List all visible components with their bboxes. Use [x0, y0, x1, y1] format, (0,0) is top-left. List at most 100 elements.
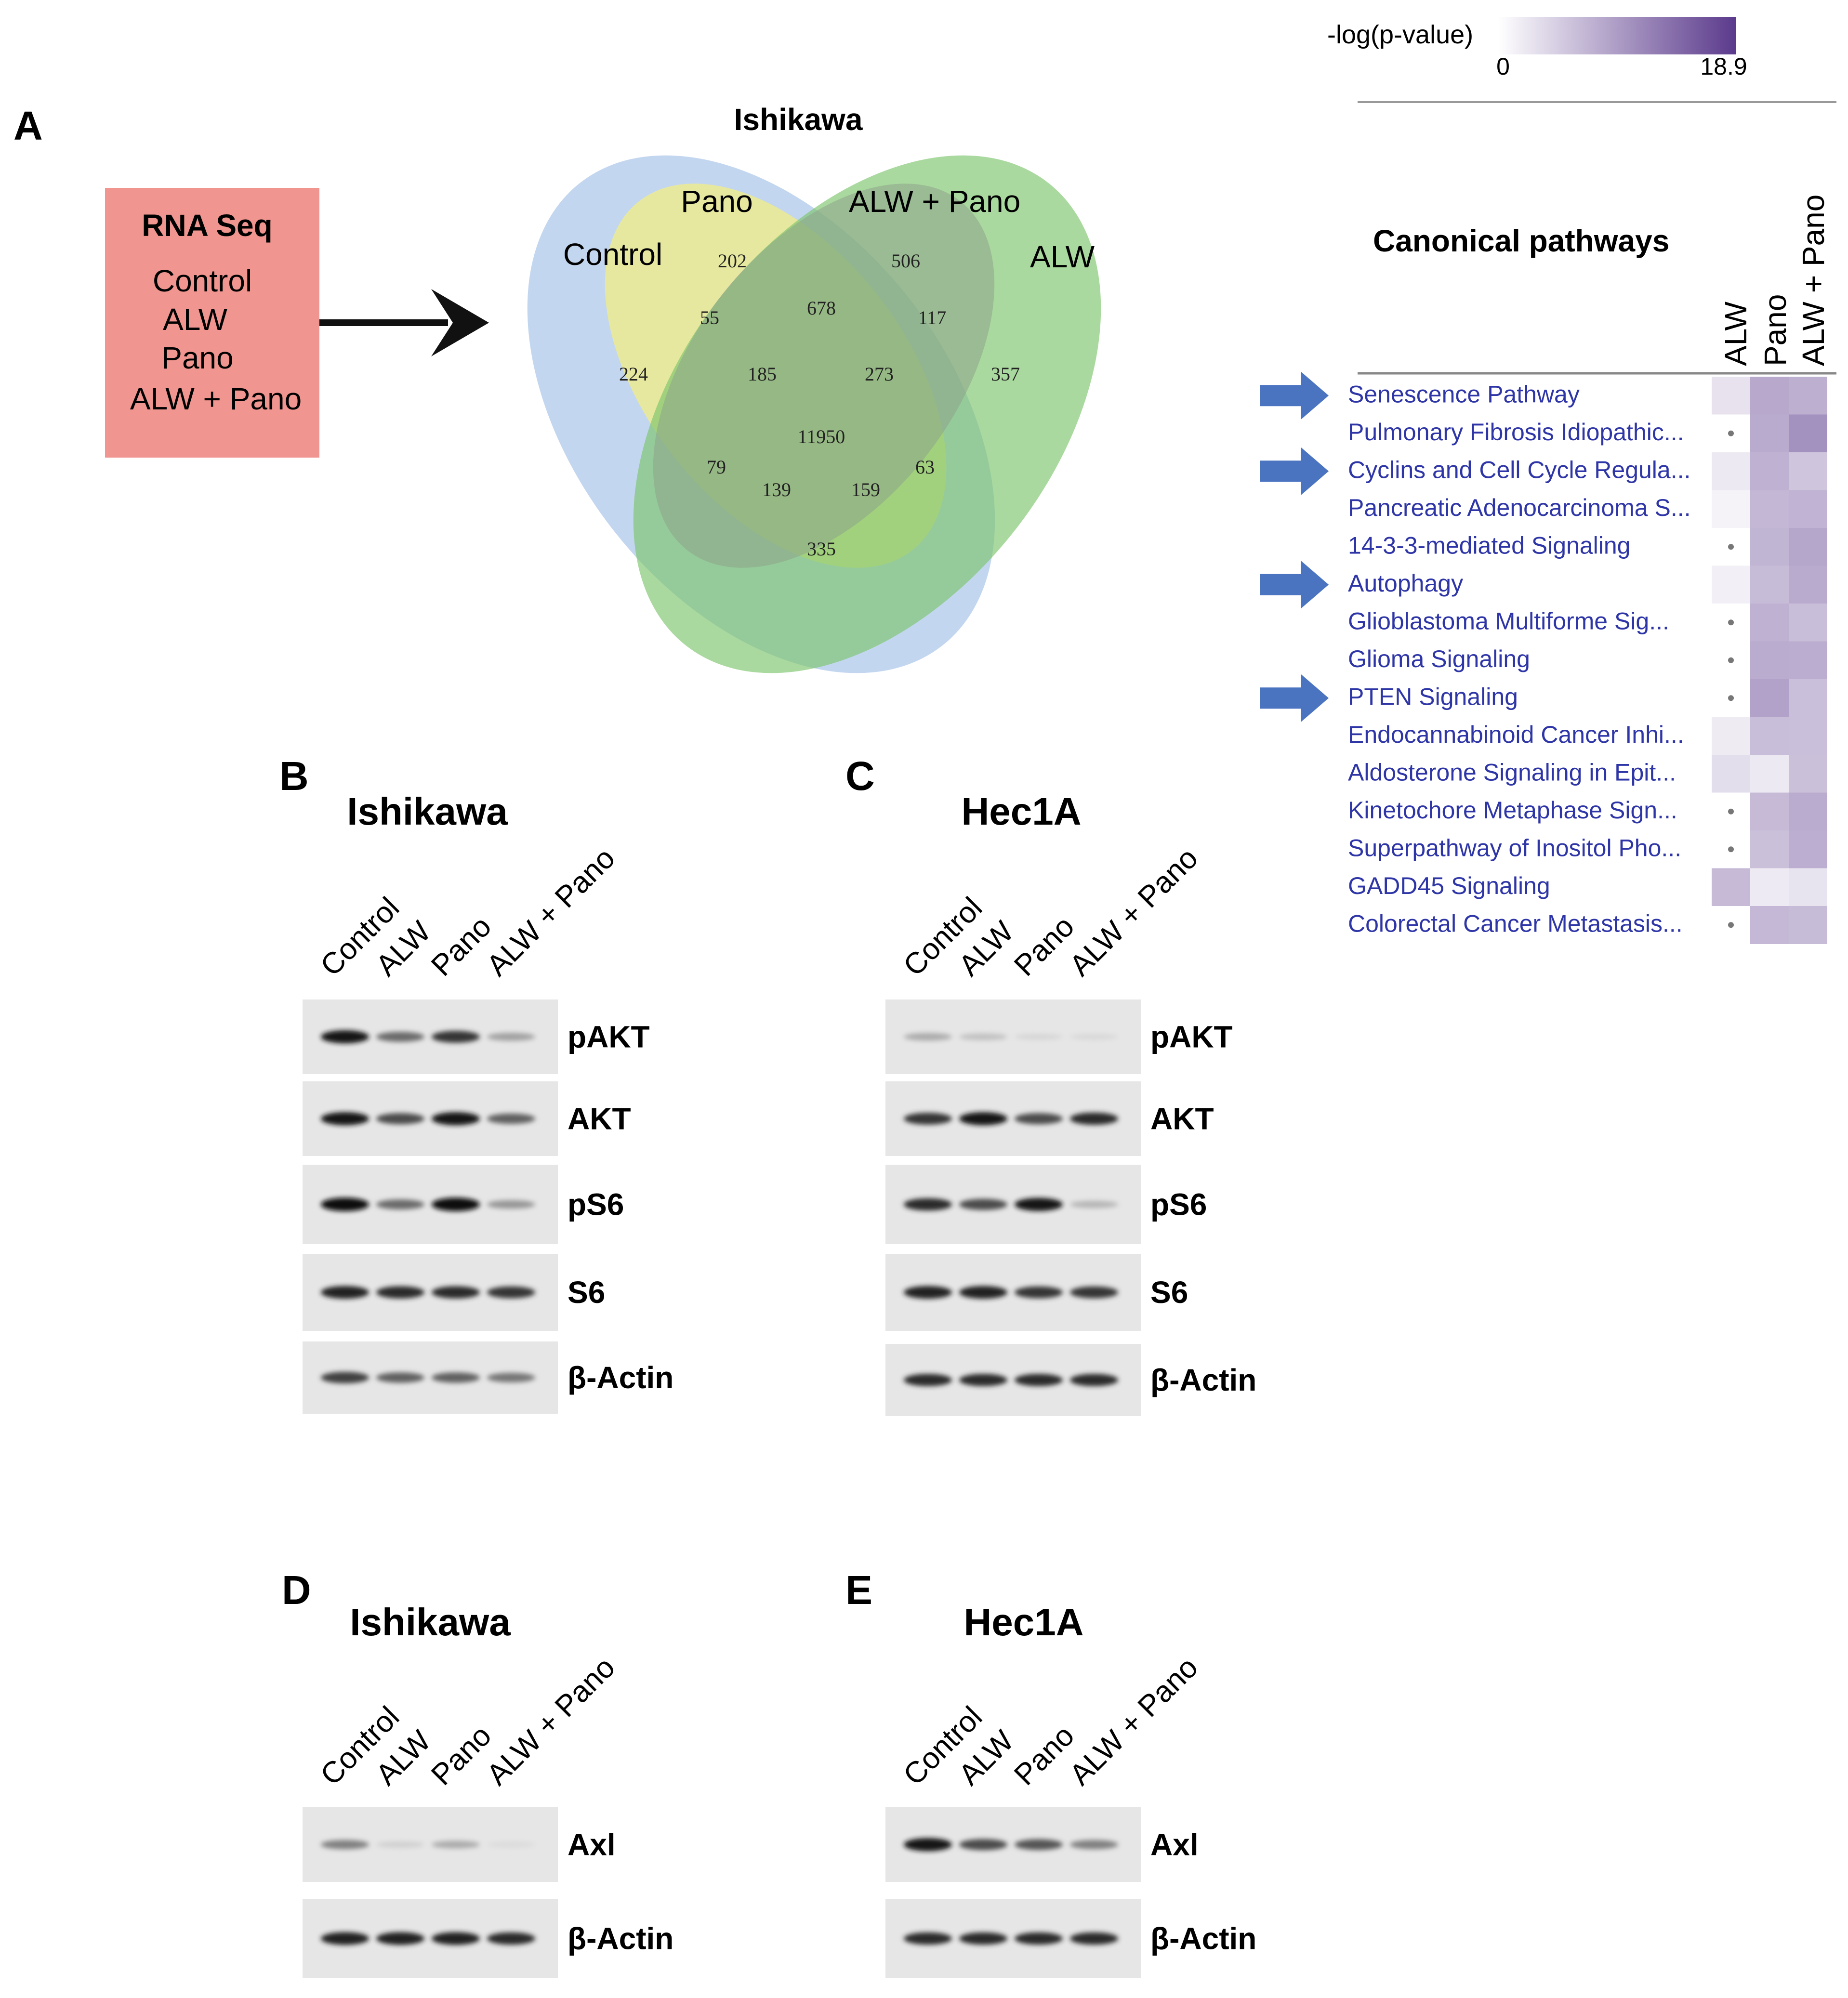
rna-seq-title: RNA Seq [142, 208, 272, 243]
heatmap-cell [1750, 755, 1789, 793]
blot-band [959, 1839, 1007, 1851]
blot-strip: S6 [303, 1254, 605, 1331]
rna-seq-condition-pano: Pano [161, 341, 233, 375]
panel-letter-c: C [845, 753, 875, 799]
blot-band [487, 1841, 535, 1848]
legend-gradient-bar [1498, 17, 1736, 54]
blot-strip: β-Actin [303, 1341, 673, 1414]
blot-strip: AKT [885, 1081, 1214, 1156]
blot-band [959, 1932, 1007, 1945]
heatmap-cell [1750, 641, 1789, 680]
venn-label-pano: Pano [681, 184, 752, 219]
blot-band [487, 1373, 535, 1382]
rna-seq-box-background [105, 188, 319, 458]
heatmap-dot [1728, 657, 1734, 663]
blot-title: Ishikawa [347, 790, 508, 833]
legend-title: -log(p-value) [1327, 20, 1473, 49]
heatmap-dot [1728, 922, 1734, 928]
blot-band [432, 1112, 480, 1126]
heatmap-col-alw: ALW [1718, 301, 1753, 366]
blot-band [376, 1286, 424, 1299]
pathway-label: Glioblastoma Multiforme Sig... [1348, 607, 1669, 634]
heatmap-dot [1728, 544, 1734, 550]
blot-strip: β-Actin [885, 1344, 1256, 1416]
blot-band [321, 1840, 369, 1850]
blot-band [959, 1286, 1007, 1299]
blot-band [1070, 1112, 1118, 1125]
blot-band [1015, 1374, 1063, 1386]
protein-label: β-Actin [1150, 1363, 1256, 1397]
blot-band [1015, 1034, 1063, 1040]
heatmap-cell [1789, 755, 1827, 793]
protein-label: AKT [568, 1102, 631, 1136]
heatmap-cell [1750, 414, 1789, 453]
heatmap-cell [1789, 377, 1827, 415]
blot-band [376, 1032, 424, 1042]
pathway-arrow-icon [1260, 447, 1329, 496]
blot-band [1070, 1374, 1118, 1386]
blot-band [487, 1200, 535, 1209]
blot-strip: β-Actin [303, 1899, 673, 1978]
heatmap-cell [1789, 830, 1827, 868]
pathway-label: Pulmonary Fibrosis Idiopathic... [1348, 419, 1684, 446]
blot-band [432, 1932, 480, 1945]
protein-label: pS6 [568, 1187, 624, 1222]
blot-band [959, 1033, 1007, 1040]
blot-strip: pAKT [885, 999, 1233, 1074]
blot-band [904, 1198, 952, 1211]
blot-strip: Axl [303, 1807, 616, 1882]
panel-letter-b: B [279, 753, 309, 799]
rna-seq-box: RNA Seq Control ALW Pano ALW + Pano [105, 188, 319, 458]
heatmap-cell [1750, 717, 1789, 755]
blot-band [959, 1198, 1007, 1210]
blot-band [321, 1030, 369, 1044]
heatmap-cell [1712, 377, 1750, 415]
blot-band [904, 1286, 952, 1299]
protein-label: AKT [1150, 1102, 1214, 1136]
heatmap-cell [1750, 604, 1789, 642]
heatmap-dot [1728, 808, 1734, 815]
heatmap-cell [1789, 414, 1827, 453]
venn-count-control-alw-pano: 79 [707, 456, 726, 478]
blot-band [376, 1199, 424, 1209]
pathway-label: Senescence Pathway [1348, 381, 1580, 407]
blot-band [321, 1112, 369, 1126]
blot-band [432, 1031, 480, 1043]
blot-band [376, 1113, 424, 1125]
pathway-label: Colorectal Cancer Metastasis... [1348, 910, 1683, 937]
venn-diagram [527, 155, 1101, 673]
venn-count-control-pano-alw-pano: 185 [748, 363, 777, 385]
heatmap-legend: -log(p-value) 0 18.9 [1327, 17, 1836, 103]
rna-seq-condition-alw: ALW [163, 302, 228, 337]
blot-band [321, 1197, 369, 1211]
heatmap-column-headers: ALW Pano ALW + Pano [1718, 195, 1831, 366]
pathway-arrow-icon [1260, 560, 1329, 609]
blot-band [432, 1840, 480, 1849]
heatmap-cell [1750, 565, 1789, 604]
pathway-label: 14-3-3-mediated Signaling [1348, 532, 1630, 559]
blot-strip: pAKT [303, 999, 650, 1074]
blot-band [959, 1374, 1007, 1386]
heatmap-cell [1789, 452, 1827, 490]
heatmap-cell [1712, 717, 1750, 755]
heatmap-dot [1728, 846, 1734, 853]
venn-count-alw-pano-only: 506 [891, 250, 920, 272]
protein-label: pAKT [1150, 1020, 1233, 1054]
blot-band [321, 1932, 369, 1945]
pathway-label: Autophagy [1348, 570, 1463, 597]
blot-band [432, 1197, 480, 1211]
pathway-label: Pancreatic Adenocarcinoma S... [1348, 494, 1691, 521]
heatmap-dot [1728, 695, 1734, 701]
venn-count-control-only: 224 [619, 363, 648, 385]
pathway-label: Glioma Signaling [1348, 645, 1530, 672]
venn-count-pano-only: 202 [718, 250, 747, 272]
protein-label: S6 [1150, 1275, 1188, 1310]
rna-seq-condition-control: Control [153, 263, 252, 298]
heatmap-cell [1789, 906, 1827, 944]
pathway-arrow-icon [1260, 674, 1329, 723]
blot-band [1070, 1200, 1118, 1209]
blot-strip: S6 [885, 1254, 1188, 1331]
